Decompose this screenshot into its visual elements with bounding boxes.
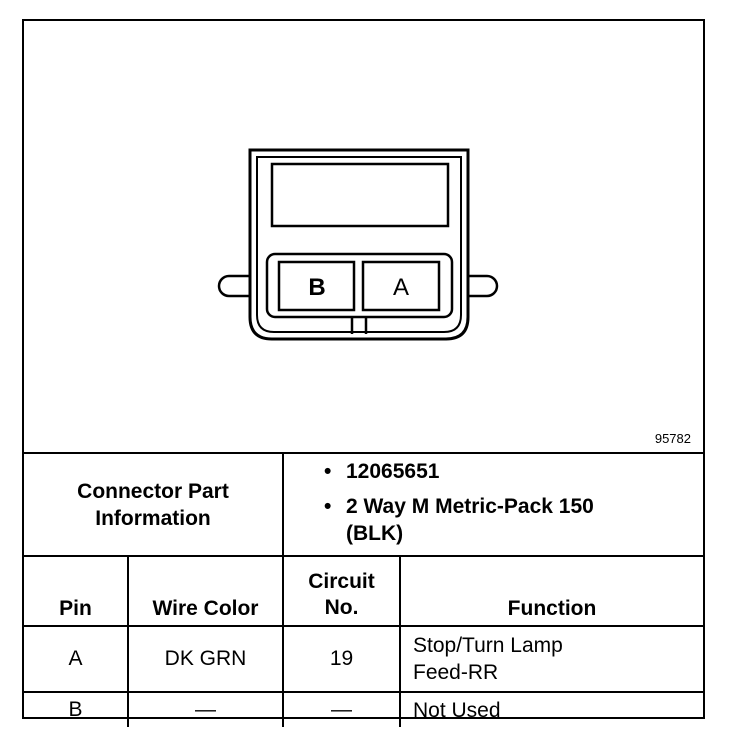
pin-cell: A <box>24 625 129 693</box>
connector-sheet: B A 95782 Connector Part Information 120… <box>22 19 705 727</box>
header-circuit-label: Circuit No. <box>308 570 375 619</box>
left-latch-tab <box>217 274 250 298</box>
header-circuit-no: Circuit No. <box>282 555 401 627</box>
wire-color-cell: DK GRN <box>127 625 284 693</box>
cavity-b <box>277 260 356 312</box>
cavity-a <box>361 260 441 312</box>
part-info-label: Connector Part Information <box>77 479 229 530</box>
header-row: Pin Wire Color Circuit No. Function <box>24 555 703 627</box>
part-info-list: 12065651 2 Way M Metric-Pack 150 (BLK) <box>324 458 703 547</box>
connector-upper-window <box>270 162 450 228</box>
function-cell: Not Used <box>399 691 703 727</box>
header-wire-color: Wire Color <box>127 555 284 627</box>
part-info-values-cell: 12065651 2 Way M Metric-Pack 150 (BLK) <box>282 452 703 557</box>
connector-info-table: Connector Part Information 12065651 2 Wa… <box>24 452 703 727</box>
wire-color-cell: — <box>127 691 284 727</box>
function-cell: Stop/Turn Lamp Feed-RR <box>399 625 703 693</box>
pin-cell: B <box>24 691 129 727</box>
circuit-cell: 19 <box>282 625 401 693</box>
table-row: B — — Not Used <box>24 691 703 727</box>
function-text: Stop/Turn Lamp Feed-RR <box>413 634 563 684</box>
part-number: 12065651 <box>324 458 703 485</box>
connector-drawing: B A <box>217 148 499 341</box>
part-info-label-cell: Connector Part Information <box>24 452 284 557</box>
header-function: Function <box>399 555 703 627</box>
cavity-a-label: A <box>393 274 409 301</box>
right-latch-tab <box>466 274 499 298</box>
connector-body-inner-outline <box>256 156 462 333</box>
cavity-b-label: B <box>308 274 325 301</box>
table-row: A DK GRN 19 Stop/Turn Lamp Feed-RR <box>24 625 703 693</box>
connector-description: 2 Way M Metric-Pack 150 (BLK) <box>324 493 636 547</box>
circuit-cell: — <box>282 691 401 727</box>
connector-diagram-area: B A 95782 <box>24 21 703 453</box>
figure-number: 95782 <box>654 431 691 446</box>
part-info-row: Connector Part Information 12065651 2 Wa… <box>24 452 703 557</box>
header-pin: Pin <box>24 555 129 627</box>
